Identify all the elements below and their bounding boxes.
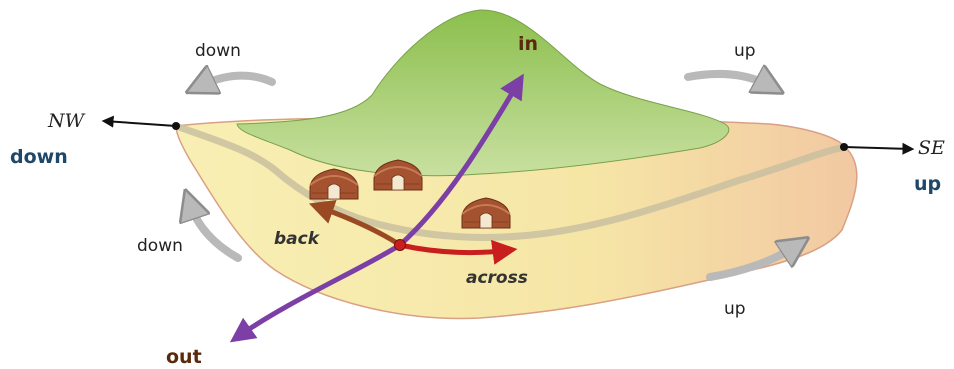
- nw-axis-arrow: [101, 115, 177, 128]
- se-axis-arrow: [843, 142, 915, 155]
- nw-label: NW: [47, 110, 86, 132]
- se-node: [840, 143, 848, 151]
- se-label: SE: [918, 137, 945, 159]
- rotation-arrow-left: [190, 204, 242, 262]
- out-label: out: [166, 346, 202, 368]
- hill: [236, 9, 730, 177]
- nw-sub-label: down: [10, 146, 68, 168]
- rotation-label-top-right: up: [734, 41, 756, 61]
- across-label: across: [466, 268, 528, 288]
- back-label: back: [274, 229, 321, 249]
- across-arrow: [397, 239, 518, 265]
- rotation-arrow-top-left: [200, 76, 276, 86]
- rotation-arrow-bottom-right: [706, 246, 796, 281]
- back-arrow: [308, 200, 403, 248]
- center-point: [394, 239, 406, 251]
- rotation-label-bottom-right: up: [724, 299, 746, 319]
- nw-node: [172, 122, 180, 130]
- in-label: in: [518, 33, 538, 55]
- rotation-label-left: down: [137, 236, 183, 256]
- se-sub-label: up: [914, 173, 941, 195]
- rotation-arrow-top-right: [684, 74, 770, 86]
- rotation-label-top-left: down: [195, 41, 241, 61]
